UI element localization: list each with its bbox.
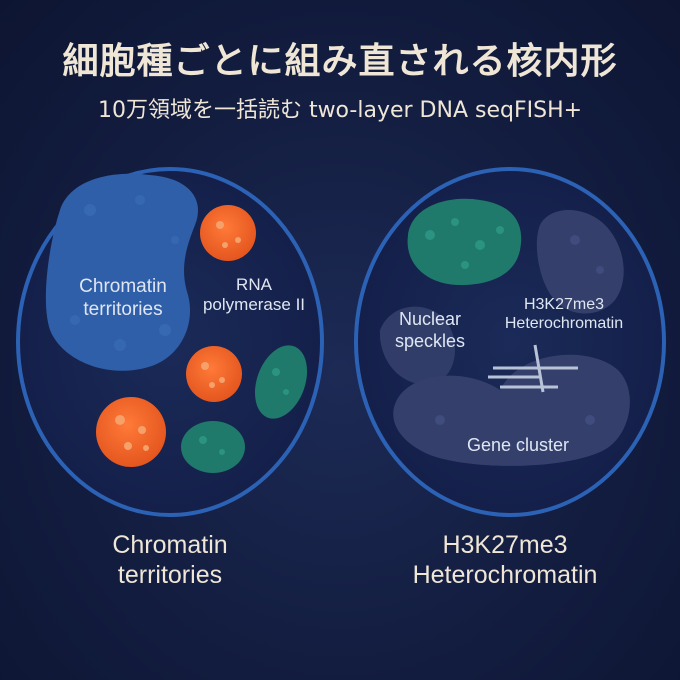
- green-body-2: [181, 421, 245, 473]
- left-nucleus: [16, 167, 324, 517]
- left-caption: Chromatin territories: [112, 531, 228, 589]
- heterochromatin-texture: [406, 235, 604, 449]
- heterochromatin-domain-top: [536, 210, 624, 314]
- right-nucleus: [354, 167, 666, 517]
- heterochromatin-domain-left: [379, 306, 455, 385]
- heterochromatin-label: H3K27me3 Heterochromatin: [504, 296, 624, 333]
- rna-pol-focus-2: [186, 346, 242, 402]
- chromatin-territories-label: Chromatin territories: [79, 276, 167, 320]
- right-caption: H3K27me3 Heterochromatin: [412, 531, 598, 589]
- page-title: 細胞種ごとに組み直される核内形: [62, 41, 618, 82]
- gene-cluster-marks: [488, 344, 578, 393]
- rna-polymerase-label: RNA polymerase II: [202, 275, 306, 315]
- nuclear-speckle-blob: [407, 198, 522, 285]
- nuclear-speckles-label: Nuclear speckles: [394, 309, 466, 351]
- rna-pol-focus-3: [96, 397, 166, 467]
- page-subtitle: 10万領域を一括読む two-layer DNA seqFISH+: [97, 98, 583, 123]
- speckle-texture: [425, 218, 504, 269]
- rna-pol-focus-1: [200, 205, 256, 261]
- gene-cluster-label: Gene cluster: [466, 435, 570, 455]
- chromatin-texture: [70, 195, 179, 351]
- gene-cluster-domain: [393, 354, 630, 466]
- chromatin-territory-blob: [45, 173, 198, 371]
- green-body-1: [254, 345, 308, 419]
